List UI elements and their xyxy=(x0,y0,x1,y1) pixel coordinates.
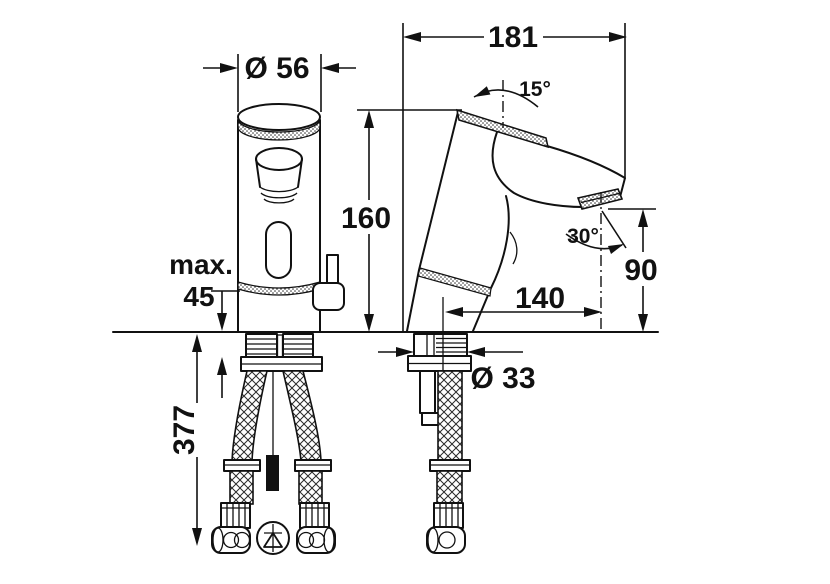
front-view-faucet-body xyxy=(237,103,321,333)
dimension-diameter-56: Ø 56 xyxy=(203,52,356,112)
dimension-max-deck-thickness-45: max. 45 xyxy=(169,249,240,398)
dim-label-diameter-33: Ø 33 xyxy=(470,362,535,395)
front-view-right-hose xyxy=(281,370,336,554)
dim-label-15deg: 15° xyxy=(519,78,551,101)
dim-label-max: max. xyxy=(169,249,233,280)
side-view-faucet-body xyxy=(406,108,626,332)
check-valve-icon xyxy=(256,521,290,555)
dim-label-90: 90 xyxy=(624,254,657,287)
dimension-spout-reach-140: 140 xyxy=(445,282,602,317)
front-view-sensor-cable-weight xyxy=(266,371,279,491)
dim-label-181: 181 xyxy=(488,21,538,54)
dim-label-30deg: 30° xyxy=(567,225,599,248)
side-view-hose xyxy=(426,370,471,554)
front-view-left-hose xyxy=(211,370,269,554)
front-view-inlet-connectors xyxy=(245,333,314,361)
front-view-side-fitting xyxy=(312,254,345,311)
front-view-sensor-window xyxy=(265,221,292,279)
dim-label-45: 45 xyxy=(183,281,214,312)
dimension-shank-diameter-33: Ø 33 xyxy=(378,347,536,395)
dimension-spout-angle-30: 30° xyxy=(565,192,627,331)
dimension-body-height-160: 160 xyxy=(341,109,462,332)
dimension-hose-length-377: 377 xyxy=(168,334,202,546)
dim-label-140: 140 xyxy=(515,282,565,315)
dimension-tilt-angle-15: 15° xyxy=(473,78,551,128)
dim-label-377: 377 xyxy=(168,405,201,455)
dim-label-diameter-56: Ø 56 xyxy=(244,52,309,85)
front-view-mounting-plate xyxy=(240,356,323,372)
dimension-outlet-height-90: 90 xyxy=(608,208,658,332)
side-view-aerator-outlet xyxy=(576,188,624,210)
dimension-overall-width-181: 181 xyxy=(402,21,627,332)
front-view-spout-outlet xyxy=(255,147,303,204)
dim-label-160: 160 xyxy=(341,202,391,235)
side-view-shank-assembly xyxy=(407,297,472,426)
